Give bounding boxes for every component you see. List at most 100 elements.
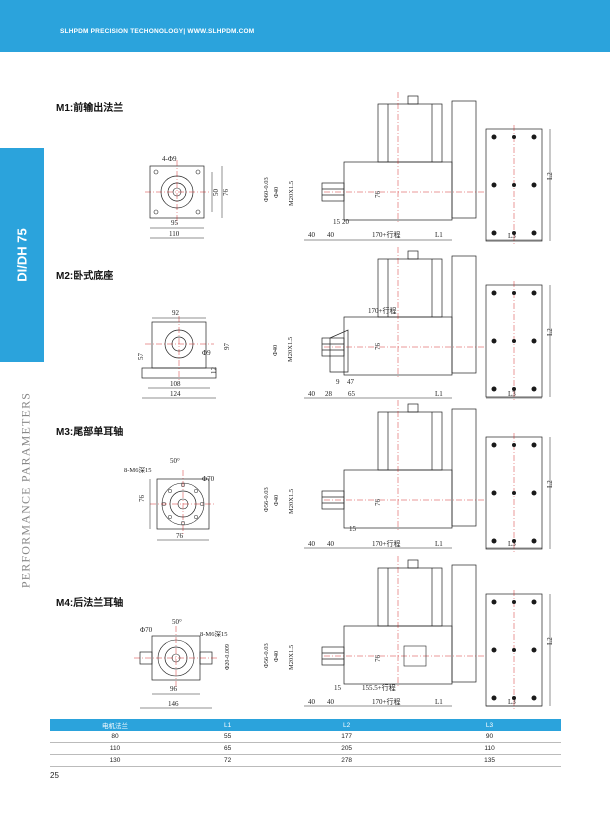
m3-thread: M20X1.5 [288, 489, 295, 514]
table-cell: 110 [50, 742, 180, 755]
m2-d40: 40 [308, 390, 316, 398]
m1-bore: Φ40 [273, 187, 280, 198]
m1-stroke: 170+行程 [372, 230, 400, 239]
m1-d15: 15 [333, 218, 341, 226]
m2-side-view: Φ40 M20X1.5 170+行程 76 9 47 40 28 65 L1 [272, 246, 485, 399]
m1-dim-110: 110 [169, 230, 180, 238]
m1-motor-rear: L3 L2 [485, 124, 554, 246]
table-cell: 130 [50, 754, 180, 767]
m3-l3: L3 [508, 540, 516, 548]
m4-d15: 15 [334, 684, 342, 692]
m3-shaft-dia: Φ56-0.03 [263, 487, 270, 512]
table-cell: 110 [418, 742, 561, 755]
table-header: L2 [275, 719, 419, 731]
m4-angle: 50° [172, 618, 182, 626]
table-cell: 72 [180, 754, 276, 767]
m4-d40b: 40 [327, 698, 335, 706]
m1-l3: L3 [508, 232, 516, 240]
m4-dim-96: 96 [170, 685, 178, 693]
m2-bore: Φ40 [272, 345, 279, 356]
m3-l1: L1 [435, 540, 443, 548]
m2-dim-57: 57 [137, 353, 145, 361]
m2-thread: M20X1.5 [287, 337, 294, 362]
table-cell: 205 [275, 742, 419, 755]
m4-d40a: 40 [308, 698, 316, 706]
table-cell: 55 [180, 731, 276, 743]
m3-motor-rear: L3 L2 [485, 432, 554, 554]
m3-stroke: 170+行程 [372, 539, 400, 548]
m1-l1: L1 [435, 231, 443, 239]
m1-d40a: 40 [308, 231, 316, 239]
m3-dim-76v: 76 [138, 495, 146, 503]
m1-hole-label: 4-Φ9 [162, 155, 177, 163]
m4-stroke-b: 170+行程 [372, 697, 400, 706]
table-header-row: 电机法兰 L1 L2 L3 [50, 719, 561, 731]
table-cell: 80 [50, 731, 180, 743]
m4-front-view: Φ70 50° 8-M6深15 Φ20-0.009 96 146 [134, 618, 231, 709]
section-title-m1: M1:前输出法兰 [56, 103, 124, 114]
m3-d40a: 40 [308, 540, 316, 548]
m2-d28: 28 [325, 390, 333, 398]
table-header: 电机法兰 [50, 719, 180, 731]
m4-l1: L1 [435, 698, 443, 706]
m1-d20: 20 [342, 218, 350, 226]
dimension-table: 电机法兰 L1 L2 L3 80 55 177 90 110 65 205 11… [50, 719, 561, 767]
m1-dim-95: 95 [171, 219, 179, 227]
section-title-m4: M4:后法兰耳轴 [56, 598, 124, 609]
m4-dim-146: 146 [168, 700, 179, 708]
m2-l1: L1 [435, 390, 443, 398]
m1-l2: L2 [546, 172, 554, 180]
m1-dim-76: 76 [222, 189, 230, 197]
m4-body: 76 [374, 655, 382, 663]
page-header-band: SLHPDM PRECISION TECHONOLOGY| WWW.SLHPDM… [0, 0, 610, 52]
m2-d65: 65 [348, 390, 356, 398]
side-tab [0, 148, 44, 362]
m1-shaft-dia: Φ60-0.03 [263, 177, 270, 202]
m1-body: 76 [374, 191, 382, 199]
table-cell: 135 [418, 754, 561, 767]
table-header: L3 [418, 719, 561, 731]
table-cell: 278 [275, 754, 419, 767]
m4-l2: L2 [546, 637, 554, 645]
m3-side-view: Φ56-0.03 Φ40 M20X1.5 76 15 40 40 170+行程 … [263, 399, 485, 549]
m3-dia: Φ70 [202, 475, 215, 483]
m4-pin: Φ20-0.009 [225, 644, 231, 670]
m2-dim-12: 12 [210, 367, 218, 375]
table-cell: 65 [180, 742, 276, 755]
m2-dim-108: 108 [170, 380, 181, 388]
table-cell: 90 [418, 731, 561, 743]
m4-shaft-dia: Φ56-0.03 [263, 643, 270, 668]
table-row: 130 72 278 135 [50, 754, 561, 767]
m2-hole: Φ9 [202, 349, 211, 357]
m4-side-view: Φ56-0.03 Φ40 M20X1.5 76 15 155.5+行程 40 4… [263, 555, 485, 707]
m3-body: 76 [374, 499, 382, 507]
section-title-m3: M3:尾部单耳轴 [56, 427, 124, 438]
m1-thread: M20X1.5 [288, 181, 295, 206]
m3-l2: L2 [546, 480, 554, 488]
table-row: 110 65 205 110 [50, 742, 561, 755]
m3-bore: Φ40 [273, 495, 280, 506]
m2-l2: L2 [546, 328, 554, 336]
table-cell: 177 [275, 731, 419, 743]
header-text: SLHPDM PRECISION TECHONOLOGY| WWW.SLHPDM… [60, 28, 255, 35]
m2-stroke: 170+行程 [368, 306, 396, 315]
m2-d9: 9 [336, 378, 340, 386]
m4-motor-rear: L3 L2 [485, 589, 554, 711]
m2-dim-92: 92 [172, 309, 180, 317]
m2-dim-124: 124 [170, 390, 181, 398]
m2-d47: 47 [347, 378, 355, 386]
page-number: 25 [50, 771, 59, 780]
m4-screw: 8-M6深15 [200, 629, 227, 638]
m3-front-view: 50° 8-M6深15 Φ70 76 76 [124, 457, 216, 541]
m2-body: 76 [374, 343, 382, 351]
table-header: L1 [180, 719, 276, 731]
m2-l3: L3 [508, 390, 516, 398]
m3-dim-76h: 76 [176, 532, 184, 540]
m4-dia: Φ70 [140, 626, 153, 634]
m4-l3: L3 [508, 698, 516, 706]
m2-front-view: 92 57 Φ9 97 12 108 124 [137, 309, 231, 399]
m2-dim-97: 97 [223, 343, 231, 351]
m3-d40b: 40 [327, 540, 335, 548]
m1-d40b: 40 [327, 231, 335, 239]
